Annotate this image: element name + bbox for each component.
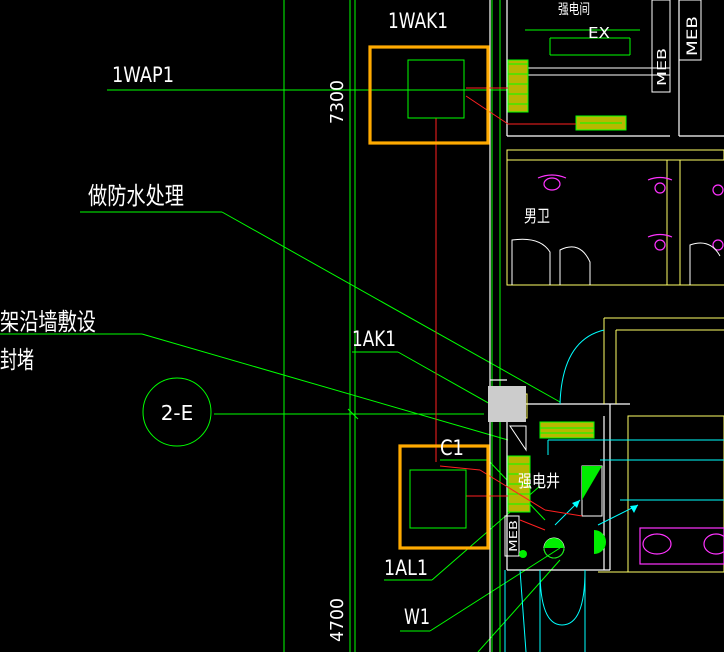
- room-outlines: [498, 149, 724, 573]
- label-c1: C1: [440, 436, 464, 460]
- electrode-symbols: [519, 530, 606, 559]
- dimension-7300: 7300: [327, 80, 348, 124]
- axis-grid-lines: [214, 0, 501, 652]
- dimension-4700: 4700: [327, 598, 348, 642]
- room-strong-room-top: 强电间: [558, 2, 590, 18]
- red-wiring: [435, 87, 583, 531]
- leader-lines: [0, 89, 561, 652]
- upper-strong-room: [507, 0, 702, 131]
- room-male-wc: 男卫: [524, 207, 550, 227]
- label-1wak1: 1WAK1: [388, 9, 448, 33]
- panel-1al1-symbol: [398, 444, 490, 550]
- label-w1: W1: [404, 605, 430, 629]
- cyan-arrows: [572, 500, 638, 513]
- note-waterproof: 做防水处理: [88, 182, 184, 210]
- label-1al1: 1AL1: [384, 556, 428, 580]
- room-strong-shaft: 强电井: [518, 472, 560, 492]
- strong-shaft-equipment: [488, 386, 603, 557]
- label-1ak1: 1AK1: [352, 327, 396, 351]
- label-1wap1: 1WAP1: [112, 63, 174, 87]
- room-meb-bottom: MEB: [507, 520, 520, 552]
- cyan-details: [504, 329, 724, 652]
- note-tray-line2: 封堵: [0, 346, 34, 374]
- room-ex: EX: [588, 24, 610, 42]
- axis-bubble-label: 2-E: [161, 401, 194, 425]
- door-swings: [511, 238, 721, 285]
- room-meb-top-small: MEB: [655, 48, 669, 86]
- room-meb-top: MEB: [685, 16, 701, 56]
- note-tray-line1: 架沿墙敷设: [0, 308, 96, 336]
- axis-bubble-circle: [142, 377, 212, 447]
- panel-1wak1-symbol: [368, 45, 490, 145]
- toilet-fixtures: [537, 174, 724, 565]
